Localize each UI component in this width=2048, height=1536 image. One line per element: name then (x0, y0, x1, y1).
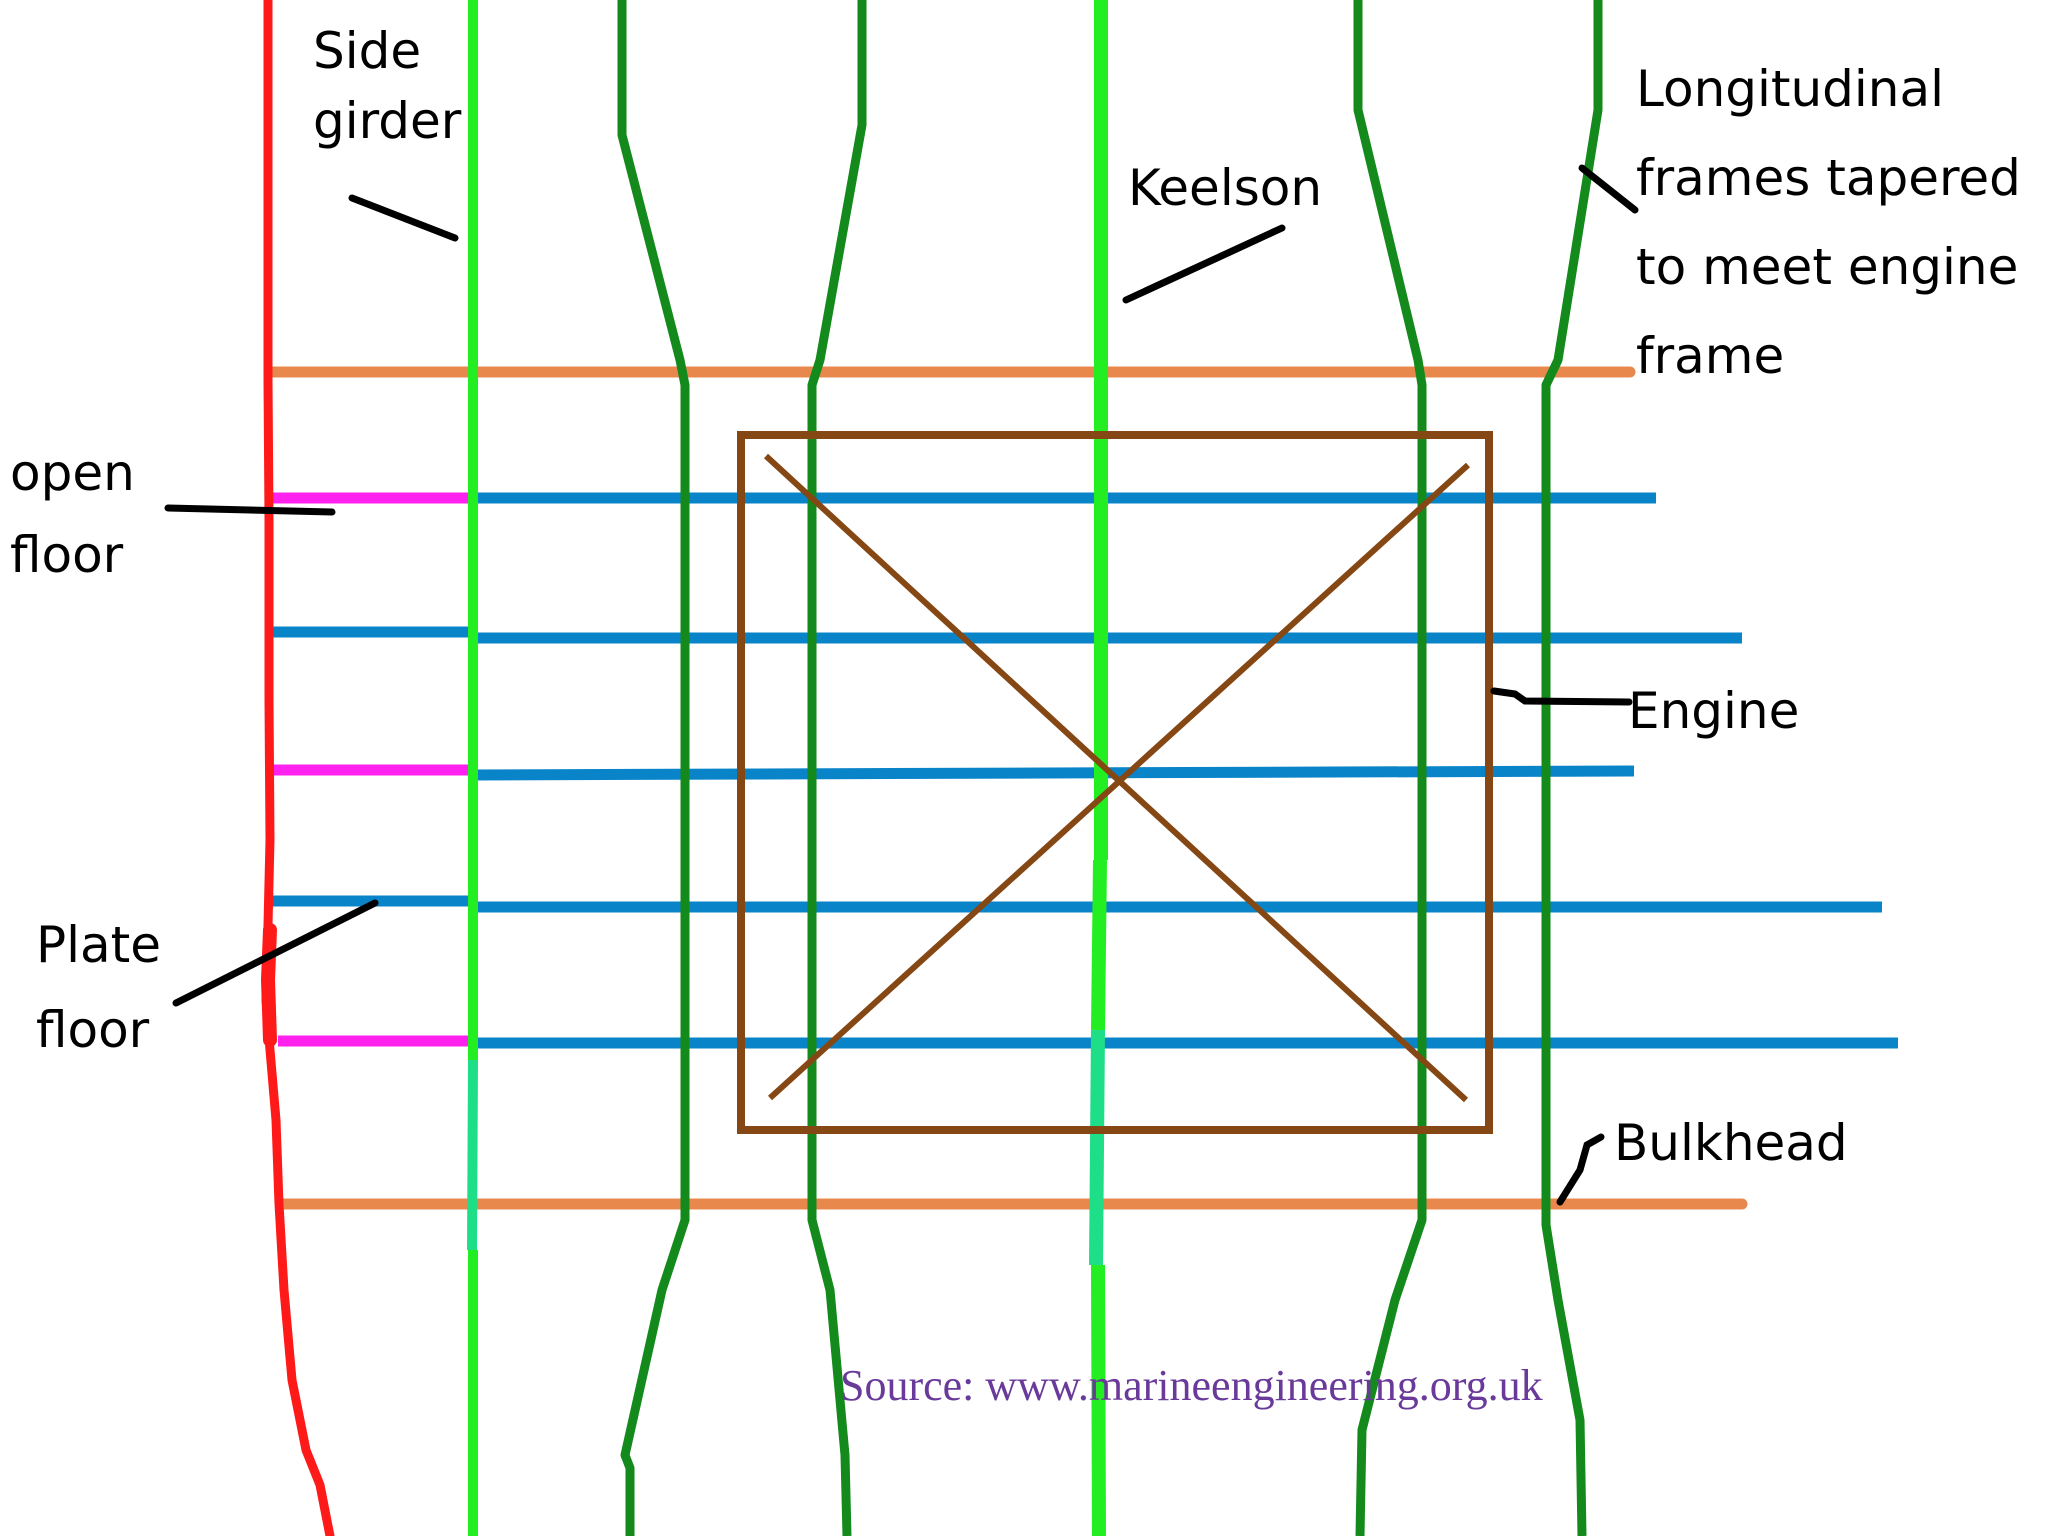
plate-floor-leader (172, 899, 379, 1007)
plate-floor-label: Plate floor (36, 916, 177, 1059)
longitudinal-frames-label-line-3: to meet engine (1636, 238, 2018, 296)
floors (266, 492, 1898, 1049)
keelson-mid (1091, 859, 1107, 1031)
open-floor-label-line-2: floor (10, 526, 124, 584)
leader-lines (164, 164, 1639, 1206)
side-girder-label-line-2: girder (313, 92, 462, 150)
longitudinal-frame-1 (617, 0, 690, 1536)
longitudinal-frames (617, 0, 1603, 1536)
engine-frame (737, 431, 1493, 1134)
longitudinal-frame-4 (1541, 0, 1603, 1536)
engine-diagonal-1 (763, 453, 1469, 1103)
engine-frame-rect (737, 431, 1493, 1134)
plate-floor-label-line-1: Plate (36, 916, 161, 974)
shell-plating (261, 0, 335, 1536)
engine-label: Engine (1628, 682, 1799, 740)
source-credit: Source: www.marineengineering.org.uk (840, 1361, 1543, 1410)
longitudinal-frames-leader (1578, 164, 1639, 214)
plate-floor-label-line-2: floor (36, 1001, 150, 1059)
keelson (1089, 0, 1108, 1536)
engine-leader (1490, 687, 1633, 706)
keelson-lower (1089, 1029, 1105, 1266)
keelson-label: Keelson (1128, 159, 1322, 217)
keelson-bottom (1091, 1264, 1106, 1536)
engine-diagonal-2 (767, 462, 1471, 1101)
floor-3 (469, 765, 1635, 781)
shell-thickening (261, 923, 277, 1047)
open-floor-leader (164, 504, 336, 516)
longitudinal-frame-3 (1353, 0, 1427, 1536)
shell-line (261, 0, 335, 1536)
longitudinal-frames-label-line-1: Longitudinal (1636, 60, 1944, 118)
keelson-leader (1122, 224, 1286, 304)
side-girder-label-line-1: Side (313, 22, 421, 80)
longitudinal-frame-2 (807, 0, 867, 1536)
longitudinal-frames-label-line-2: frames tapered (1636, 149, 2021, 207)
side-girder-leader (348, 194, 459, 242)
side-girder (467, 0, 478, 1536)
open-floor-label-line-1: open (10, 444, 135, 502)
bulkhead-leader (1556, 1133, 1605, 1206)
bulkhead-label: Bulkhead (1614, 1114, 1848, 1172)
side-girder-label: Side girder (313, 22, 462, 150)
longitudinal-frames-label: Longitudinal frames tapered to meet engi… (1636, 60, 2037, 385)
open-floor-label: open floor (10, 444, 151, 584)
bulkheads (265, 366, 1748, 1210)
longitudinal-frames-label-line-4: frame (1636, 327, 1784, 385)
side-girder-lower (467, 1059, 478, 1251)
